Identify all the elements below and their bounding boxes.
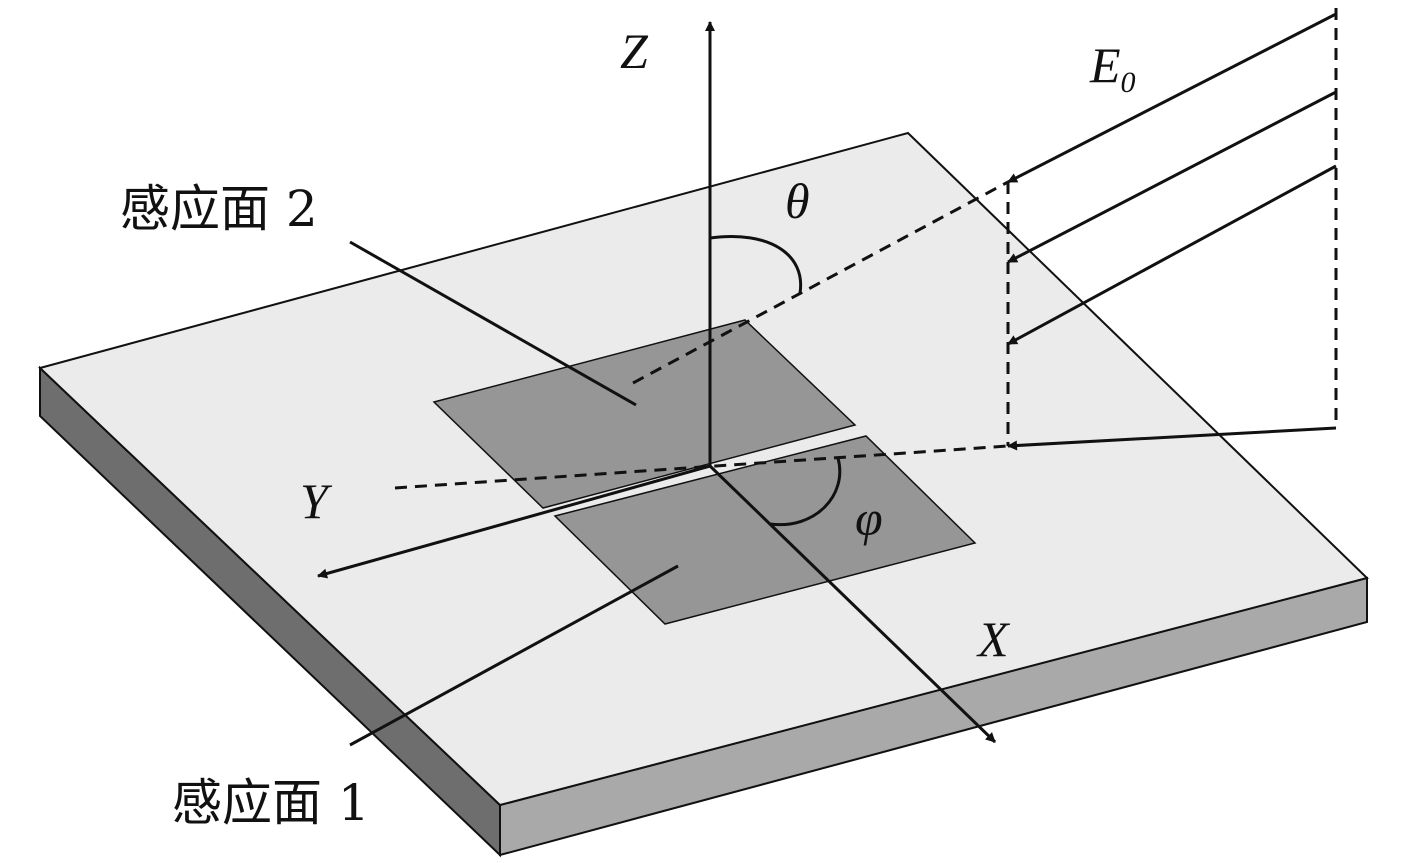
surface-2-leader-line <box>349 240 637 407</box>
x-axis-label: X <box>976 611 1011 667</box>
field-subscript: 0 <box>1121 66 1136 99</box>
field-symbol: E <box>1089 37 1121 93</box>
coordinate-axes <box>317 21 997 744</box>
theta-label: θ <box>785 173 810 229</box>
surface-1-label: 感应面 1 <box>172 774 370 832</box>
x-axis-arrow <box>708 464 997 744</box>
phi-label: φ <box>855 490 883 546</box>
surface-2-label: 感应面 2 <box>120 180 318 238</box>
field-ray-3 <box>1007 164 1337 346</box>
z-axis-label: Z <box>620 23 649 79</box>
field-ray-1 <box>1007 12 1337 184</box>
field-ray-4 <box>1007 426 1337 451</box>
sensing-surface-2-plate <box>432 319 857 509</box>
field-ray-2 <box>1007 90 1337 264</box>
surface-1-leader-line <box>349 564 679 747</box>
y-axis-arrow <box>317 464 711 579</box>
incident-field-rays <box>1007 12 1337 451</box>
field-label: E0 <box>1089 37 1136 99</box>
incidence-direction-dashed-line <box>632 180 1009 385</box>
phi-angle-arc <box>769 457 842 527</box>
theta-angle-arc <box>709 235 803 294</box>
y-axis-label: Y <box>300 473 333 529</box>
